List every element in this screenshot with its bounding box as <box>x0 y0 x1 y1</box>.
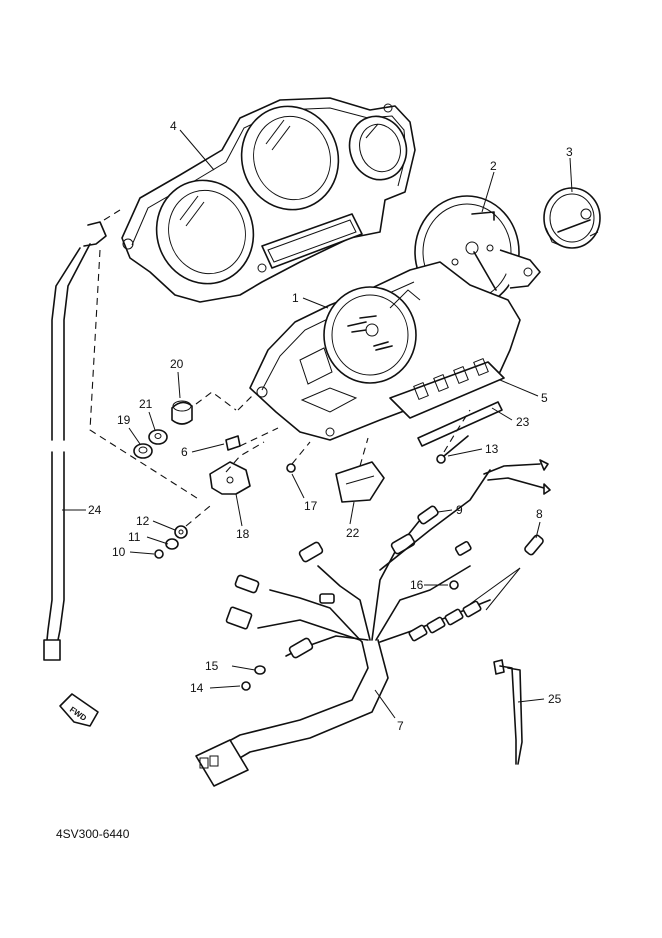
callout-22: 22 <box>346 526 360 540</box>
meter-assembly-3-part <box>543 187 601 249</box>
callout-17: 17 <box>304 499 318 513</box>
callout-12: 12 <box>136 514 150 528</box>
callout-20: 20 <box>170 357 184 371</box>
callout-24: 24 <box>88 503 102 517</box>
callout-1: 1 <box>292 291 299 305</box>
callout-9: 9 <box>456 503 463 517</box>
callout-25: 25 <box>548 692 562 706</box>
hardware-group <box>133 400 385 559</box>
meter-cable-part <box>43 209 121 661</box>
screws-group <box>241 580 459 691</box>
callout-3: 3 <box>566 145 573 159</box>
callout-23: 23 <box>516 415 530 429</box>
callout-6: 6 <box>181 445 188 459</box>
cable-band-part <box>493 659 523 765</box>
bulb-socket-part <box>417 505 544 556</box>
callout-18: 18 <box>236 527 250 541</box>
callout-4: 4 <box>170 119 177 133</box>
screw-13-part <box>436 435 469 464</box>
assembly-dashed-lines <box>89 249 471 527</box>
callout-14: 14 <box>190 681 204 695</box>
leader-lines <box>62 129 573 719</box>
connector-bullets <box>225 533 482 659</box>
part-code: 4SV300-6440 <box>56 827 130 841</box>
meter-cover-part <box>121 97 416 303</box>
callout-2: 2 <box>490 159 497 173</box>
fwd-arrow: FWD <box>59 693 99 727</box>
panel-strip-part <box>417 401 503 447</box>
wire-harness-part <box>195 459 551 787</box>
callout-21: 21 <box>139 397 153 411</box>
callout-5: 5 <box>541 391 548 405</box>
callout-19: 19 <box>117 413 131 427</box>
callout-11: 11 <box>128 530 141 544</box>
callout-labels: 1 2 3 4 5 6 7 8 9 10 11 12 13 14 15 16 1… <box>88 119 573 733</box>
indicator-panel-part <box>389 357 505 419</box>
callout-10: 10 <box>112 545 126 559</box>
callout-7: 7 <box>397 719 404 733</box>
callout-15: 15 <box>205 659 219 673</box>
callout-16: 16 <box>410 578 424 592</box>
callout-13: 13 <box>485 442 499 456</box>
callout-8: 8 <box>536 507 543 521</box>
